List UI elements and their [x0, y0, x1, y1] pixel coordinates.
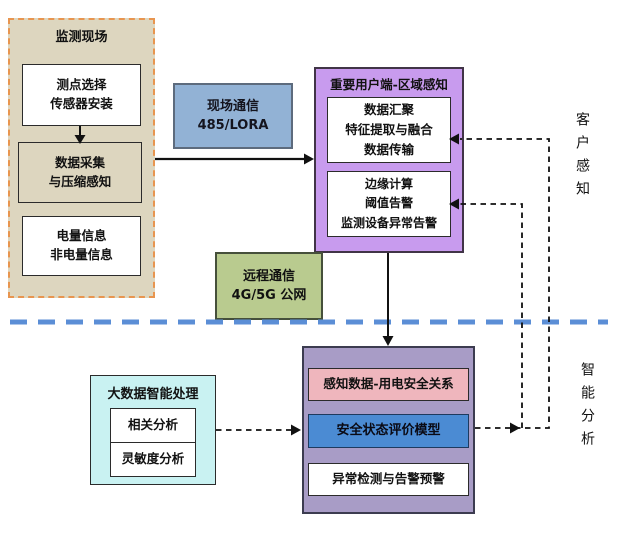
monitoring-site-title: 监测现场: [55, 30, 108, 45]
safety-evaluation-model-box: 安全状态评价模型: [308, 414, 469, 448]
arrow-site-to-user-region-icon: [155, 153, 314, 165]
field-communication-box: 现场通信 485/LORA: [173, 83, 293, 149]
arrow-bigdata-to-model-icon: [216, 424, 301, 436]
sensor-install-box: 测点选择 传感器安装: [22, 64, 141, 126]
bigdata-title: 大数据智能处理: [107, 387, 199, 402]
data-aggregation-box: 数据汇聚 特征提取与融合 数据传输: [327, 97, 451, 163]
electrical-info-box: 电量信息 非电量信息: [22, 216, 141, 276]
anomaly-alert-box: 异常检测与告警预警: [308, 463, 469, 496]
data-acquisition-box: 数据采集 与压缩感知: [18, 142, 142, 203]
correlation-analysis-box: 相关分析: [110, 408, 196, 443]
sensitivity-analysis-box: 灵敏度分析: [110, 441, 196, 477]
customer-perception-label: 客户感知: [574, 112, 590, 204]
edge-computing-box: 边缘计算 阈值告警 监测设备异常告警: [327, 171, 451, 237]
remote-communication-box: 远程通信 4G/5G 公网: [215, 252, 323, 320]
user-region-title: 重要用户端-区域感知: [330, 77, 448, 92]
perception-safety-relation-box: 感知数据-用电安全关系: [308, 368, 469, 401]
arrow-user-region-to-safety-icon: [382, 253, 394, 346]
intelligent-analysis-label: 智能分析: [579, 362, 595, 454]
